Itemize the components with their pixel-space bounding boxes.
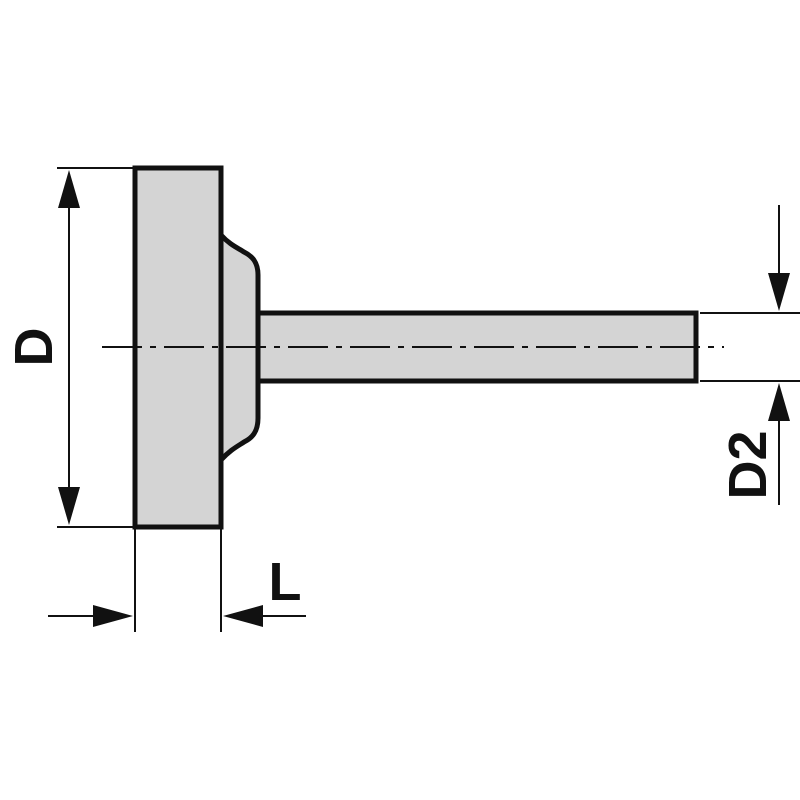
label-d: D [4,328,64,367]
dimension-d2: D2 [700,205,800,505]
arrowhead-d-top [58,170,80,208]
arrowhead-l-left [93,605,133,627]
label-l: L [269,552,302,612]
dimension-l: L [48,527,306,632]
arrowhead-d-bottom [58,487,80,525]
arrowhead-d2-upper [768,273,790,311]
dimension-d: D [4,167,135,528]
label-d2: D2 [718,430,778,499]
arrowhead-l-right [223,605,263,627]
arrowhead-d2-lower [768,383,790,421]
